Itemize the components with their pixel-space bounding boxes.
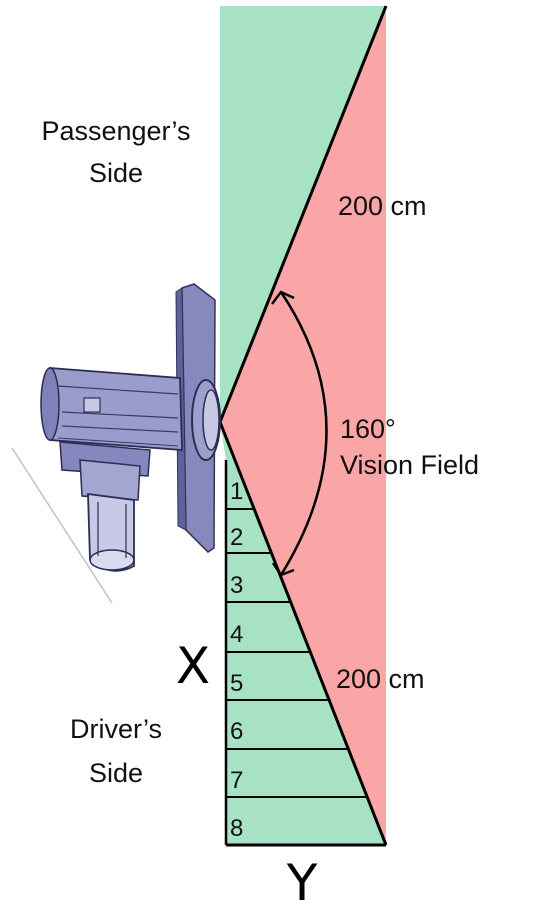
zone-number: 4 (230, 621, 243, 648)
arrow-head-top-icon (271, 290, 295, 305)
vision-boundary-bottom (218, 421, 388, 846)
zone-number: 1 (230, 478, 243, 505)
zone-number: 5 (230, 670, 243, 697)
passenger-side-label: Passenger’s (41, 116, 190, 146)
passenger-side-label: Side (89, 158, 143, 188)
arrow-head-bottom-icon (271, 562, 295, 577)
zone-dividers (226, 508, 368, 798)
camera-sensor-icon (11, 283, 221, 604)
axis-y-label: Y (286, 854, 318, 906)
zone-number: 2 (230, 524, 243, 551)
distance-top-label: 200 cm (338, 191, 427, 221)
angle-arc (279, 291, 328, 576)
axis-x-label: X (176, 637, 210, 695)
zone-number: 3 (230, 572, 243, 599)
zone-numbers: 1 2 3 4 5 6 7 8 (230, 478, 243, 842)
vision-field-label: Vision Field (340, 450, 479, 480)
vision-boundary-top (218, 5, 388, 423)
zone-number: 7 (230, 767, 243, 794)
vision-field-red-region (220, 6, 386, 845)
zone-number: 8 (230, 815, 243, 842)
distance-bottom-label: 200 cm (336, 664, 425, 694)
driver-side-label: Side (89, 758, 143, 788)
zone-number: 6 (230, 718, 243, 745)
angle-label: 160° (340, 414, 396, 444)
driver-side-label: Driver’s (70, 714, 162, 744)
